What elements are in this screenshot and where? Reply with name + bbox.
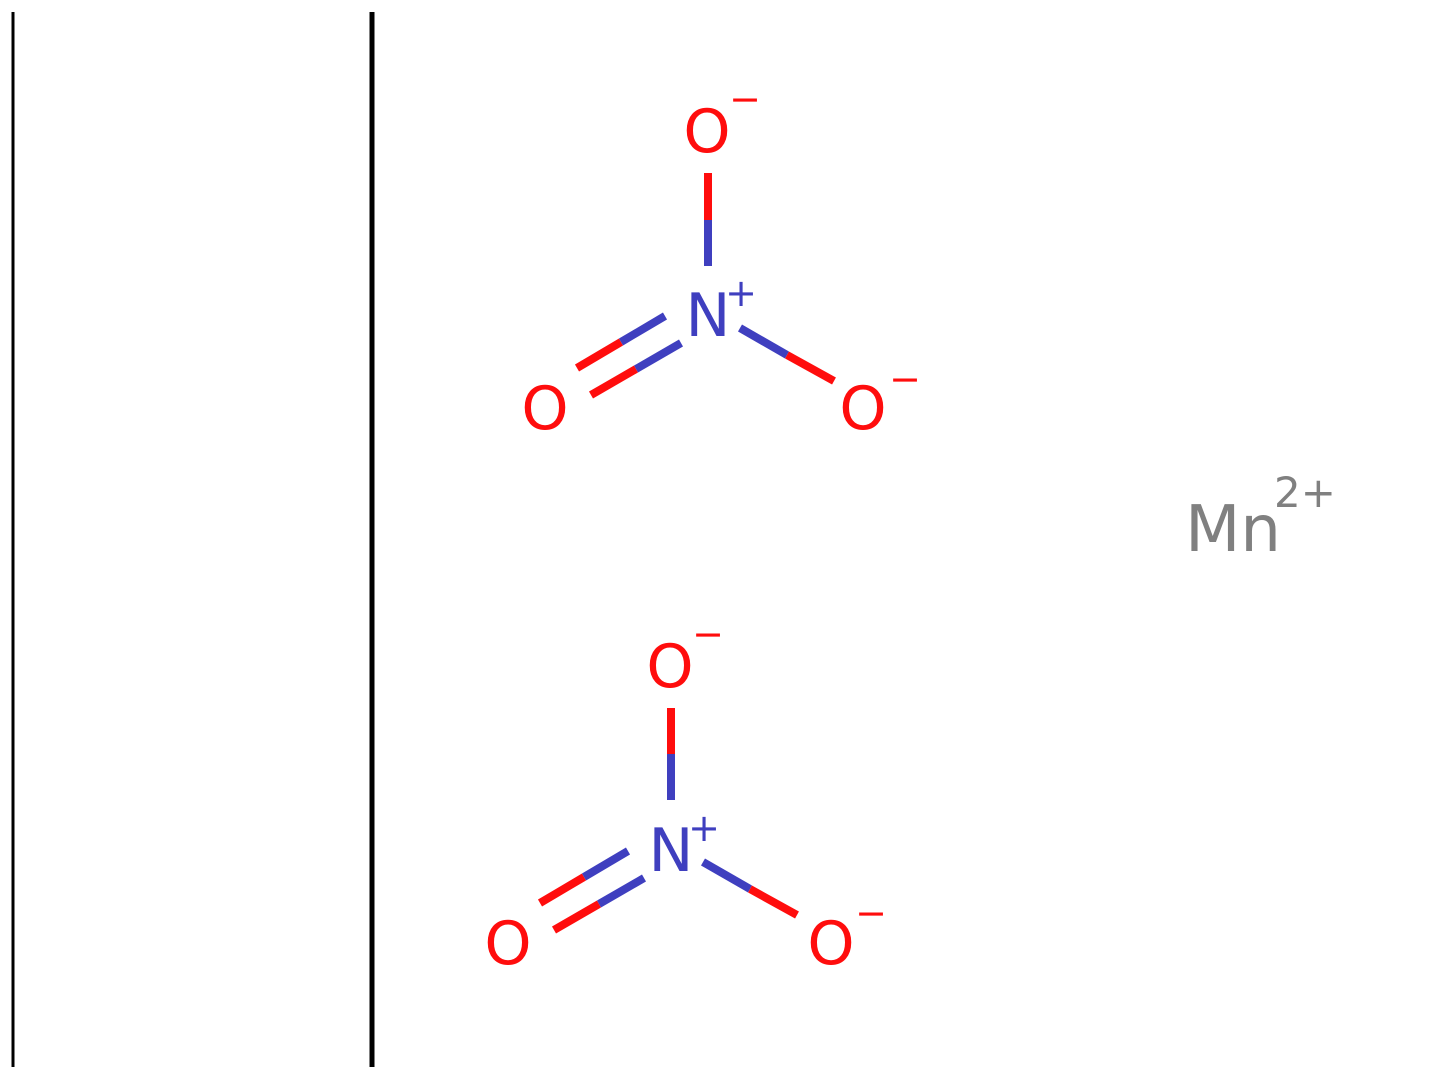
atom-oxygen-top: O: [646, 632, 693, 702]
atom-oxygen-right: O: [839, 374, 886, 444]
bond-n-o-left-outer-oxygen-half: [537, 873, 587, 907]
atom-oxygen-left: O: [484, 909, 531, 979]
bond-n-o-right-nitrogen-half: [738, 324, 789, 359]
atom-nitrogen: N: [686, 281, 731, 351]
bond-n-o-left-inner-nitrogen-half: [633, 339, 684, 373]
charge-nitrogen: +: [725, 271, 757, 315]
atom-nitrogen: N: [649, 816, 694, 886]
atom-oxygen-right: O: [807, 909, 854, 979]
atom-oxygen-top: O: [683, 97, 730, 167]
bond-n-o-left-inner-oxygen-half: [551, 900, 602, 934]
atom-manganese: Mn: [1185, 493, 1281, 567]
charge-manganese: 2+: [1274, 468, 1336, 517]
bond-n-o-left-outer-oxygen-half: [574, 338, 624, 372]
bond-n-o-right-oxygen-half: [785, 351, 836, 385]
charge-oxygen-right: −: [855, 891, 887, 935]
nitrate-ion-top: O − N + O O −: [521, 77, 921, 444]
nitrate-ion-bottom: O − N + O O −: [484, 612, 887, 979]
atom-oxygen-left: O: [521, 374, 568, 444]
charge-nitrogen: +: [688, 806, 720, 850]
bond-n-o-left-outer-nitrogen-half: [581, 847, 631, 881]
bond-n-o-right-oxygen-half: [748, 885, 799, 919]
bond-n-o-left-outer-nitrogen-half: [618, 312, 668, 346]
bond-n-o-left-inner-oxygen-half: [588, 365, 639, 399]
manganese-ion: Mn 2+: [1185, 468, 1336, 567]
bond-n-o-right-nitrogen-half: [701, 858, 752, 893]
charge-oxygen-right: −: [889, 357, 921, 401]
bond-n-o-left-inner-nitrogen-half: [596, 874, 647, 908]
charge-oxygen-top: −: [692, 612, 724, 656]
charge-oxygen-top: −: [729, 77, 761, 121]
